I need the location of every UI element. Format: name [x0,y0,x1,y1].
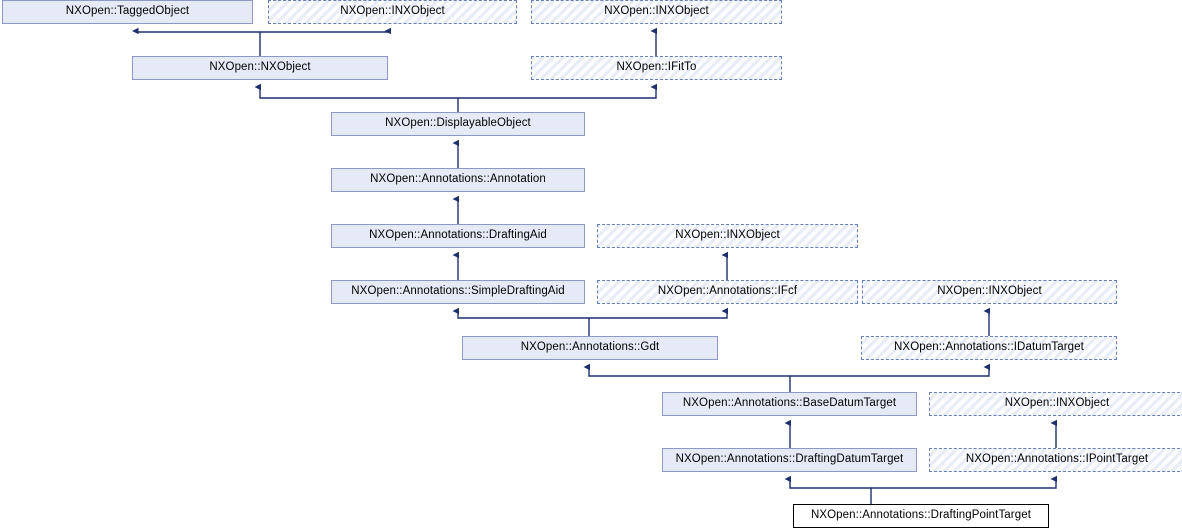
class-node-label: NXOpen::NXObject [209,61,311,74]
edge-nxobject-to-taggedobject [131,27,261,56]
class-node-draftingdatumtarget[interactable]: NXOpen::Annotations::DraftingDatumTarget [662,448,917,472]
class-node-label: NXOpen::Annotations::DraftingAid [369,229,547,242]
class-node-label: NXOpen::INXObject [340,5,445,18]
class-node-inxobject-b[interactable]: NXOpen::INXObject [531,0,782,24]
class-node-ipointtarget[interactable]: NXOpen::Annotations::IPointTarget [929,448,1182,472]
class-node-label: NXOpen::Annotations::IDatumTarget [894,341,1084,354]
class-node-label: NXOpen::DisplayableObject [385,117,531,130]
class-node-simpledraftingaid[interactable]: NXOpen::Annotations::SimpleDraftingAid [331,280,585,304]
class-node-nxobject[interactable]: NXOpen::NXObject [132,56,388,80]
class-node-gdt[interactable]: NXOpen::Annotations::Gdt [462,336,718,360]
edge-displayableobject-to-nxobject [254,83,459,112]
edge-basedatumtarget-to-gdt [583,363,791,392]
edge-basedatumtarget-to-idatumtarget [790,363,991,377]
class-node-label: NXOpen::Annotations::Gdt [520,341,660,354]
class-node-ifitto[interactable]: NXOpen::IFitTo [531,56,782,80]
class-node-label: NXOpen::IFitTo [616,61,697,74]
class-node-label: NXOpen::Annotations::Annotation [370,173,546,186]
class-node-label: NXOpen::Annotations::IPointTarget [965,453,1149,466]
class-node-taggedobject[interactable]: NXOpen::TaggedObject [2,0,253,24]
edge-gdt-to-simpledraftingaid [452,307,590,336]
class-node-label: NXOpen::INXObject [937,285,1042,298]
edge-displayableobject-to-ifitto [458,83,658,99]
class-node-inxobject-e[interactable]: NXOpen::INXObject [929,392,1182,416]
class-node-inxobject-a[interactable]: NXOpen::INXObject [268,0,517,24]
edge-gdt-to-ifcf [589,307,729,319]
class-node-basedatumtarget[interactable]: NXOpen::Annotations::BaseDatumTarget [662,392,917,416]
edge-draftingpointtarget-to-draftingdatumtarget [784,475,872,504]
class-node-label: NXOpen::Annotations::IFcf [657,285,798,298]
edge-draftingpointtarget-to-ipointtarget [871,475,1058,489]
class-node-idatumtarget[interactable]: NXOpen::Annotations::IDatumTarget [861,336,1117,360]
class-node-inxobject-d[interactable]: NXOpen::INXObject [862,280,1117,304]
class-node-inxobject-c[interactable]: NXOpen::INXObject [597,224,858,248]
class-node-annotation[interactable]: NXOpen::Annotations::Annotation [331,168,585,192]
class-node-label: NXOpen::Annotations::SimpleDraftingAid [351,285,565,298]
class-node-label: NXOpen::INXObject [1004,397,1110,410]
class-node-label: NXOpen::TaggedObject [65,5,190,18]
class-node-displayableobject[interactable]: NXOpen::DisplayableObject [331,112,585,136]
class-node-ifcf[interactable]: NXOpen::Annotations::IFcf [597,280,858,304]
class-node-draftingaid[interactable]: NXOpen::Annotations::DraftingAid [331,224,585,248]
class-node-draftingpointtarget[interactable]: NXOpen::Annotations::DraftingPointTarget [793,504,1049,528]
class-node-label: NXOpen::INXObject [675,229,780,242]
class-node-label: NXOpen::Annotations::DraftingDatumTarget [675,453,904,466]
class-node-label: NXOpen::INXObject [604,5,709,18]
class-node-label: NXOpen::Annotations::DraftingPointTarget [810,509,1032,522]
edge-nxobject-to-inxobject-a [260,27,392,35]
class-node-label: NXOpen::Annotations::BaseDatumTarget [682,397,897,410]
